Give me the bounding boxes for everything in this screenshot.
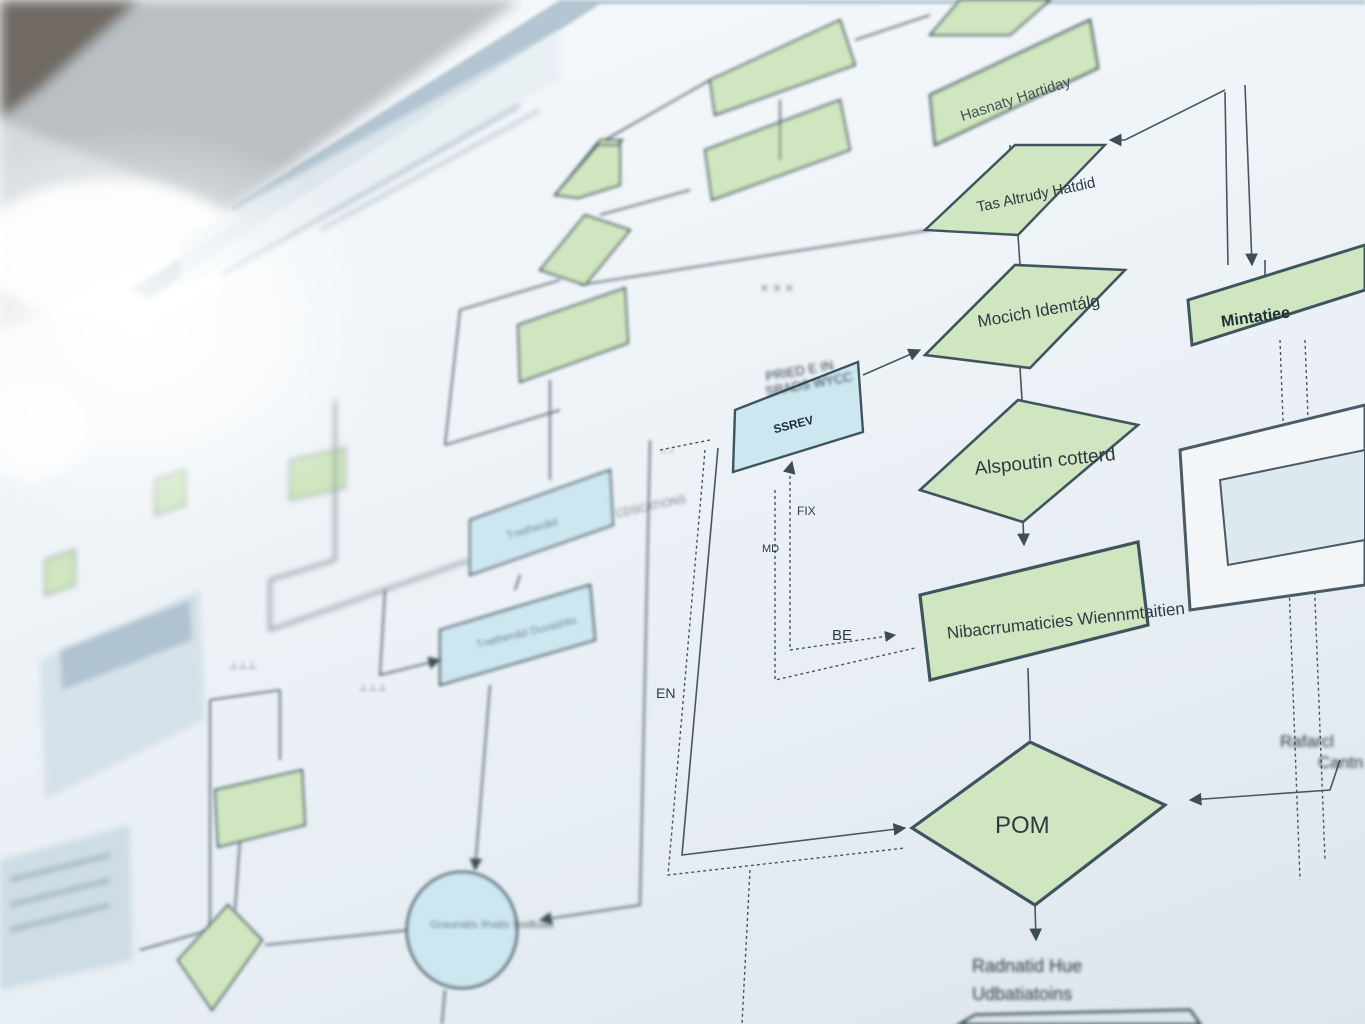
edge-pom-down xyxy=(1029,904,1043,942)
node-right-box[interactable]: Mintatiee xyxy=(1186,243,1365,347)
bottom-caption-line2: Udbatiatoins xyxy=(972,984,1072,1004)
right-relabel: Rafarcl Cantn xyxy=(1280,732,1363,772)
relabel-line2: Cantn xyxy=(1318,753,1363,772)
blurred-far-nodes xyxy=(44,400,471,631)
mid-connectors xyxy=(139,439,651,951)
node-top-diamond[interactable]: Tas Altrudy Hatdid xyxy=(922,143,1108,237)
dashed-loop: FIX MD BE xyxy=(762,460,916,681)
be-label: BE xyxy=(832,627,852,644)
edge-right-feedback xyxy=(1108,89,1226,147)
node-bottom-circle[interactable]: Graunatis Ilhatis Sodtuatt xyxy=(405,870,554,1024)
right-white-frame xyxy=(1178,403,1365,612)
edge-bigbox-to-pom xyxy=(1027,667,1031,741)
edge-ssrev-to-rhombus xyxy=(862,348,922,376)
edge-diamond-to-rhombus xyxy=(1017,234,1021,266)
node-diamond-pom[interactable]: POM xyxy=(909,740,1169,907)
svg-text:~ ~: ~ ~ xyxy=(660,447,675,458)
svg-text:✕ ✕ ✕: ✕ ✕ ✕ xyxy=(760,283,794,295)
bottom-caption-line1: Radnatid Hue xyxy=(972,956,1082,976)
node-blue-upper[interactable]: Tnetherdid CDSCATIONS xyxy=(469,468,687,577)
upper-mid-nodes xyxy=(444,0,1052,480)
small-ticks: ✕ ✕ ✕ ~ ~ ⟂ ⟂ ⟂ ⟂ ⟂ ⟂ xyxy=(230,283,794,693)
long-connector-pom: EN xyxy=(656,439,907,1024)
node-bottom-left-box[interactable] xyxy=(213,768,307,849)
node-rhombus-mocich[interactable]: Mocich Idemtálg xyxy=(922,263,1128,370)
node-big-box[interactable]: Nibacrrumaticies Wiennmtaitien xyxy=(918,540,1186,682)
diamond-pom-label: POM xyxy=(995,812,1050,839)
node-blue-ssrev[interactable]: SSREV xyxy=(731,360,865,474)
mid-label: MD xyxy=(762,543,779,555)
bottom-caption: Radnatid Hue Udbatiatoins xyxy=(957,956,1202,1024)
en-label: EN xyxy=(656,685,675,701)
node-diamond-center[interactable]: Alspoutin cotterd xyxy=(917,398,1141,524)
svg-text:⟂ ⟂ ⟂: ⟂ ⟂ ⟂ xyxy=(360,682,386,693)
node-top-right-box[interactable]: Hasnaty Hartiday xyxy=(928,18,1100,147)
node-blue-mid[interactable]: Tnetherdid Duvashlis xyxy=(438,583,597,687)
fix-label: FIX xyxy=(797,504,816,518)
blue-side-label: CDSCATIONS xyxy=(615,494,687,521)
edge-rhombus-to-diamond xyxy=(1019,367,1023,401)
circle-label: Graunatis Ilhatis Sodtuatt xyxy=(430,919,554,931)
svg-text:⟂ ⟂ ⟂: ⟂ ⟂ ⟂ xyxy=(230,660,256,671)
edge-diamond-to-bigbox xyxy=(1017,521,1030,547)
relabel-line1: Rafarcl xyxy=(1280,732,1334,751)
node-bottom-left-diamond[interactable] xyxy=(176,903,264,1012)
